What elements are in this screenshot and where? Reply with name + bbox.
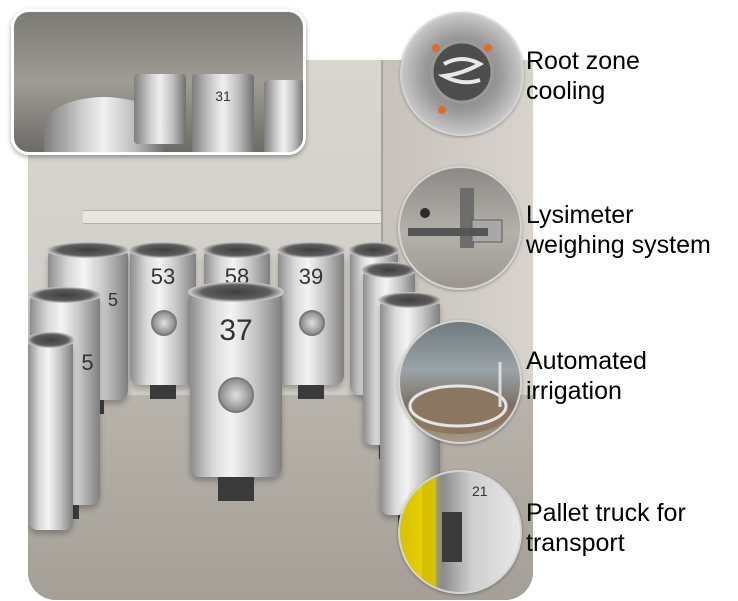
pallet-truck-icon: 21 bbox=[422, 472, 488, 592]
label-root-zone-cooling: Root zone cooling bbox=[526, 47, 640, 105]
tank-53: 53 bbox=[128, 242, 198, 399]
tank-37: 37 bbox=[188, 282, 284, 501]
tank-number: 5 bbox=[81, 350, 94, 375]
irrigation-icon bbox=[406, 362, 510, 434]
label-automated-irrigation: Automated irrigation bbox=[526, 347, 647, 405]
truck-tank-number: 21 bbox=[472, 483, 488, 499]
automated-irrigation-photo bbox=[398, 320, 522, 444]
tank-number: 53 bbox=[150, 264, 176, 289]
label-lysimeter-weighing: Lysimeter weighing system bbox=[526, 201, 711, 259]
lysimeter-weighing-photo bbox=[398, 166, 522, 290]
cooling-coil-icon bbox=[430, 40, 494, 114]
tank-39: 39 bbox=[276, 242, 346, 399]
label-pallet-truck: Pallet truck for transport bbox=[526, 499, 686, 557]
root-zone-cooling-photo bbox=[400, 12, 524, 136]
tank-number: 39 bbox=[298, 264, 324, 289]
inset-tank-photo: 31 bbox=[11, 9, 306, 155]
inset-tank-center: 31 bbox=[192, 74, 254, 152]
tank-left-near bbox=[28, 332, 75, 530]
inset-tank-right bbox=[264, 80, 303, 152]
inset-tank-back bbox=[134, 74, 186, 144]
tank-number: 5 bbox=[107, 290, 118, 310]
weighing-system-icon bbox=[408, 188, 503, 248]
tank-number: 37 bbox=[219, 314, 253, 347]
inset-tank-number: 31 bbox=[215, 88, 231, 104]
wall-seam bbox=[83, 210, 383, 224]
pallet-truck-photo: 21 bbox=[398, 470, 522, 594]
